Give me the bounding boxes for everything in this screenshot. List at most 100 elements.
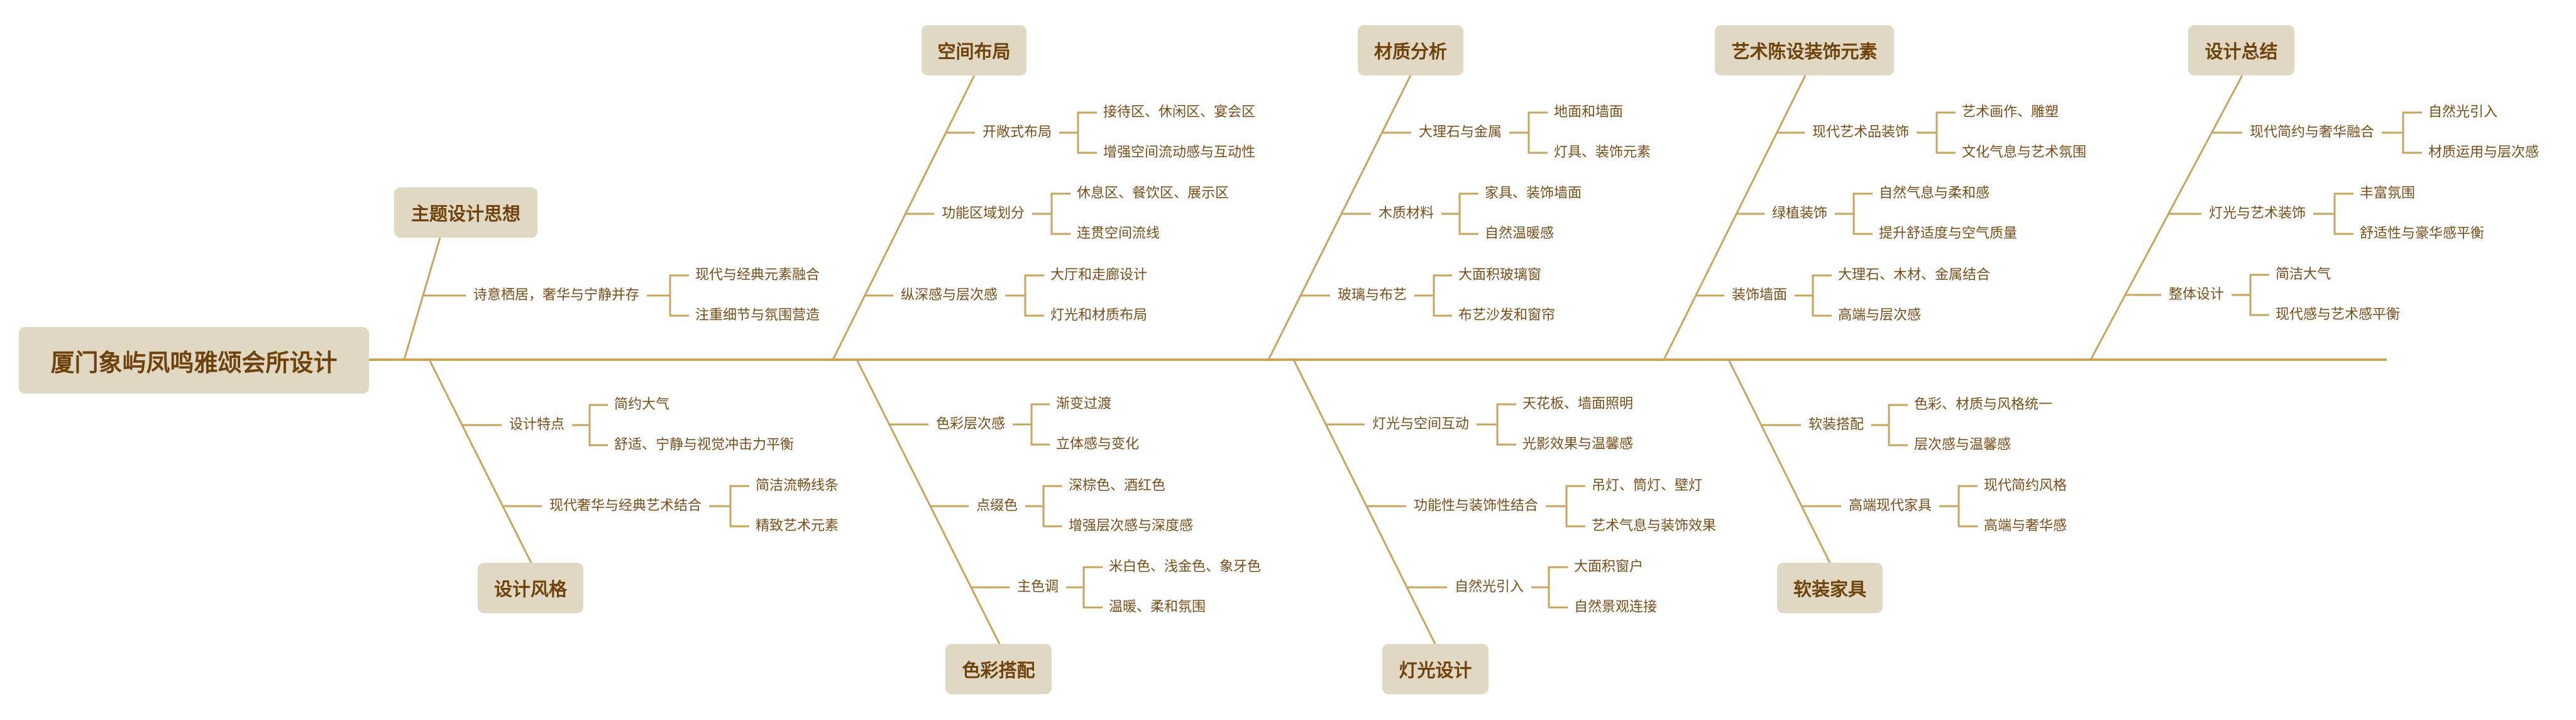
leaf-label[interactable]: 简洁大气: [2276, 267, 2331, 282]
leaf-label[interactable]: 吊灯、筒灯、壁灯: [1592, 478, 1703, 494]
leaf-label[interactable]: 温暖、柔和氛围: [1109, 599, 1206, 615]
central-topic-node[interactable]: 厦门象屿凤鸣雅颂会所设计: [19, 327, 369, 394]
bracket-line: [669, 274, 689, 317]
leaf-label[interactable]: 自然光引入: [2428, 104, 2498, 120]
leaf-label[interactable]: 米白色、浅金色、象牙色: [1109, 559, 1262, 575]
leaf-label[interactable]: 简洁流畅线条: [756, 478, 839, 494]
branch-label[interactable]: 现代艺术品装饰: [1812, 125, 1910, 140]
leaf-label[interactable]: 现代感与艺术感平衡: [2276, 307, 2401, 323]
bone-line: [832, 75, 976, 360]
bracket-line: [1812, 274, 1832, 317]
branch-label[interactable]: 功能性与装饰性结合: [1414, 498, 1539, 514]
leaf-label[interactable]: 地面和墙面: [1554, 104, 1624, 120]
branch-label[interactable]: 纵深感与层次感: [901, 287, 998, 303]
leaf-label[interactable]: 高端与奢华感: [1984, 518, 2067, 534]
leaf-label[interactable]: 大厅和走廊设计: [1050, 267, 1148, 283]
branch-label[interactable]: 绿植装饰: [1772, 206, 1828, 221]
leaf-label[interactable]: 增强层次感与深度感: [1069, 518, 1194, 534]
leaf-label[interactable]: 大理石、木材、金属结合: [1838, 267, 1991, 283]
branch-label[interactable]: 主色调: [1017, 579, 1059, 595]
category-node[interactable]: 艺术陈设装饰元素: [1715, 25, 1894, 75]
branch-label[interactable]: 色彩层次感: [936, 416, 1006, 432]
leaf-label[interactable]: 丰富氛围: [2360, 186, 2416, 201]
leaf-label[interactable]: 文化气息与艺术氛围: [1962, 145, 2087, 160]
leaf-label[interactable]: 材质运用与层次感: [2428, 145, 2540, 160]
leaf-label[interactable]: 自然温暖感: [1485, 226, 1555, 241]
branch-label[interactable]: 点缀色: [976, 498, 1018, 514]
leaf-label[interactable]: 简约大气: [614, 397, 670, 413]
branch-label[interactable]: 灯光与艺术装饰: [2209, 206, 2306, 221]
leaf-label[interactable]: 注重细节与氛围营造: [695, 307, 820, 323]
branch-label[interactable]: 诗意栖居，奢华与宁静并存: [473, 287, 640, 303]
leaf-label[interactable]: 天花板、墙面照明: [1522, 396, 1634, 412]
branch-label[interactable]: 木质材料: [1379, 206, 1434, 221]
leaf-label[interactable]: 增强空间流动感与互动性: [1103, 145, 1256, 160]
branch-label[interactable]: 功能区域划分: [942, 206, 1025, 221]
category-node[interactable]: 主题设计思想: [394, 187, 537, 238]
category-node[interactable]: 软装家具: [1777, 563, 1883, 613]
leaf-label[interactable]: 高端与层次感: [1838, 307, 1922, 323]
category-node[interactable]: 设计风格: [478, 563, 583, 613]
category-node[interactable]: 灯光设计: [1382, 644, 1489, 694]
branch-label[interactable]: 装饰墙面: [1732, 287, 1788, 303]
leaf-label[interactable]: 深棕色、酒红色: [1069, 478, 1166, 494]
leaf-label[interactable]: 灯光和材质布局: [1050, 307, 1148, 323]
branch-label[interactable]: 软装搭配: [1808, 417, 1864, 433]
leaf-label[interactable]: 灯具、装饰元素: [1554, 145, 1651, 160]
leaf-label[interactable]: 布艺沙发和窗帘: [1458, 307, 1556, 323]
leaf-label[interactable]: 大面积玻璃窗: [1458, 267, 1542, 283]
bracket-line: [1050, 192, 1071, 235]
bone-line: [856, 359, 1001, 645]
leaf-label[interactable]: 自然景观连接: [1574, 599, 1658, 615]
leaf-label[interactable]: 现代简约风格: [1984, 478, 2067, 494]
leaf-label[interactable]: 立体感与变化: [1056, 436, 1140, 452]
leaf-label[interactable]: 提升舒适度与空气质量: [1879, 226, 2018, 241]
leaf-label[interactable]: 接待区、休闲区、宴会区: [1103, 104, 1256, 120]
leaf-label[interactable]: 连贯空间流线: [1077, 226, 1160, 241]
category-node[interactable]: 空间布局: [922, 25, 1027, 75]
leaf-label[interactable]: 现代与经典元素融合: [695, 267, 820, 283]
leaf-label[interactable]: 光影效果与温馨感: [1522, 436, 1634, 452]
branch-label[interactable]: 自然光引入: [1455, 579, 1524, 595]
category-label: 设计总结: [2204, 41, 2278, 62]
bracket-line: [1030, 403, 1050, 446]
bone-line: [2089, 75, 2243, 360]
bone-line: [1663, 75, 1807, 360]
leaf-label[interactable]: 精致艺术元素: [756, 518, 839, 534]
leaf-label[interactable]: 舒适、宁静与视觉冲击力平衡: [614, 437, 795, 453]
leaf-label[interactable]: 自然气息与柔和感: [1879, 186, 1990, 201]
category-node[interactable]: 材质分析: [1358, 25, 1463, 75]
category-node[interactable]: 色彩搭配: [945, 644, 1052, 694]
branch-label[interactable]: 大理石与金属: [1419, 125, 1502, 140]
bracket-line: [1888, 404, 1908, 446]
branch-label[interactable]: 玻璃与布艺: [1338, 287, 1407, 303]
leaf-label[interactable]: 渐变过渡: [1056, 396, 1112, 412]
leaf-label[interactable]: 家具、装饰墙面: [1485, 186, 1582, 201]
leaf-label[interactable]: 舒适性与豪华感平衡: [2360, 226, 2485, 241]
bracket-line: [1935, 111, 1956, 154]
leaf-label[interactable]: 艺术画作、雕塑: [1962, 104, 2059, 120]
bracket-line: [1565, 485, 1585, 528]
branch-label[interactable]: 整体设计: [2169, 287, 2225, 302]
branch-label[interactable]: 开敞式布局: [983, 125, 1052, 140]
leaf-label[interactable]: 艺术气息与装饰效果: [1592, 518, 1717, 534]
branch-label[interactable]: 设计特点: [509, 417, 565, 433]
branch-label[interactable]: 现代奢华与经典艺术结合: [549, 498, 702, 514]
category-label: 材质分析: [1373, 41, 1447, 62]
leaf-label[interactable]: 休息区、餐饮区、展示区: [1077, 186, 1230, 201]
category-label: 设计风格: [493, 579, 567, 600]
leaf-label[interactable]: 色彩、材质与风格统一: [1914, 397, 2053, 413]
branch-label[interactable]: 高端现代家具: [1849, 498, 1932, 514]
bracket-line: [588, 404, 608, 446]
bone-line: [1292, 359, 1436, 645]
leaf-label[interactable]: 大面积窗户: [1574, 559, 1644, 575]
bone-line: [428, 359, 532, 563]
bracket-line: [1082, 566, 1103, 609]
branch-label[interactable]: 现代简约与奢华融合: [2250, 125, 2375, 140]
bracket-line: [1433, 274, 1452, 317]
branch-label[interactable]: 灯光与空间互动: [1372, 416, 1470, 432]
bracket-line: [729, 485, 749, 528]
leaf-label[interactable]: 层次感与温馨感: [1914, 437, 2012, 453]
category-node[interactable]: 设计总结: [2188, 25, 2294, 75]
